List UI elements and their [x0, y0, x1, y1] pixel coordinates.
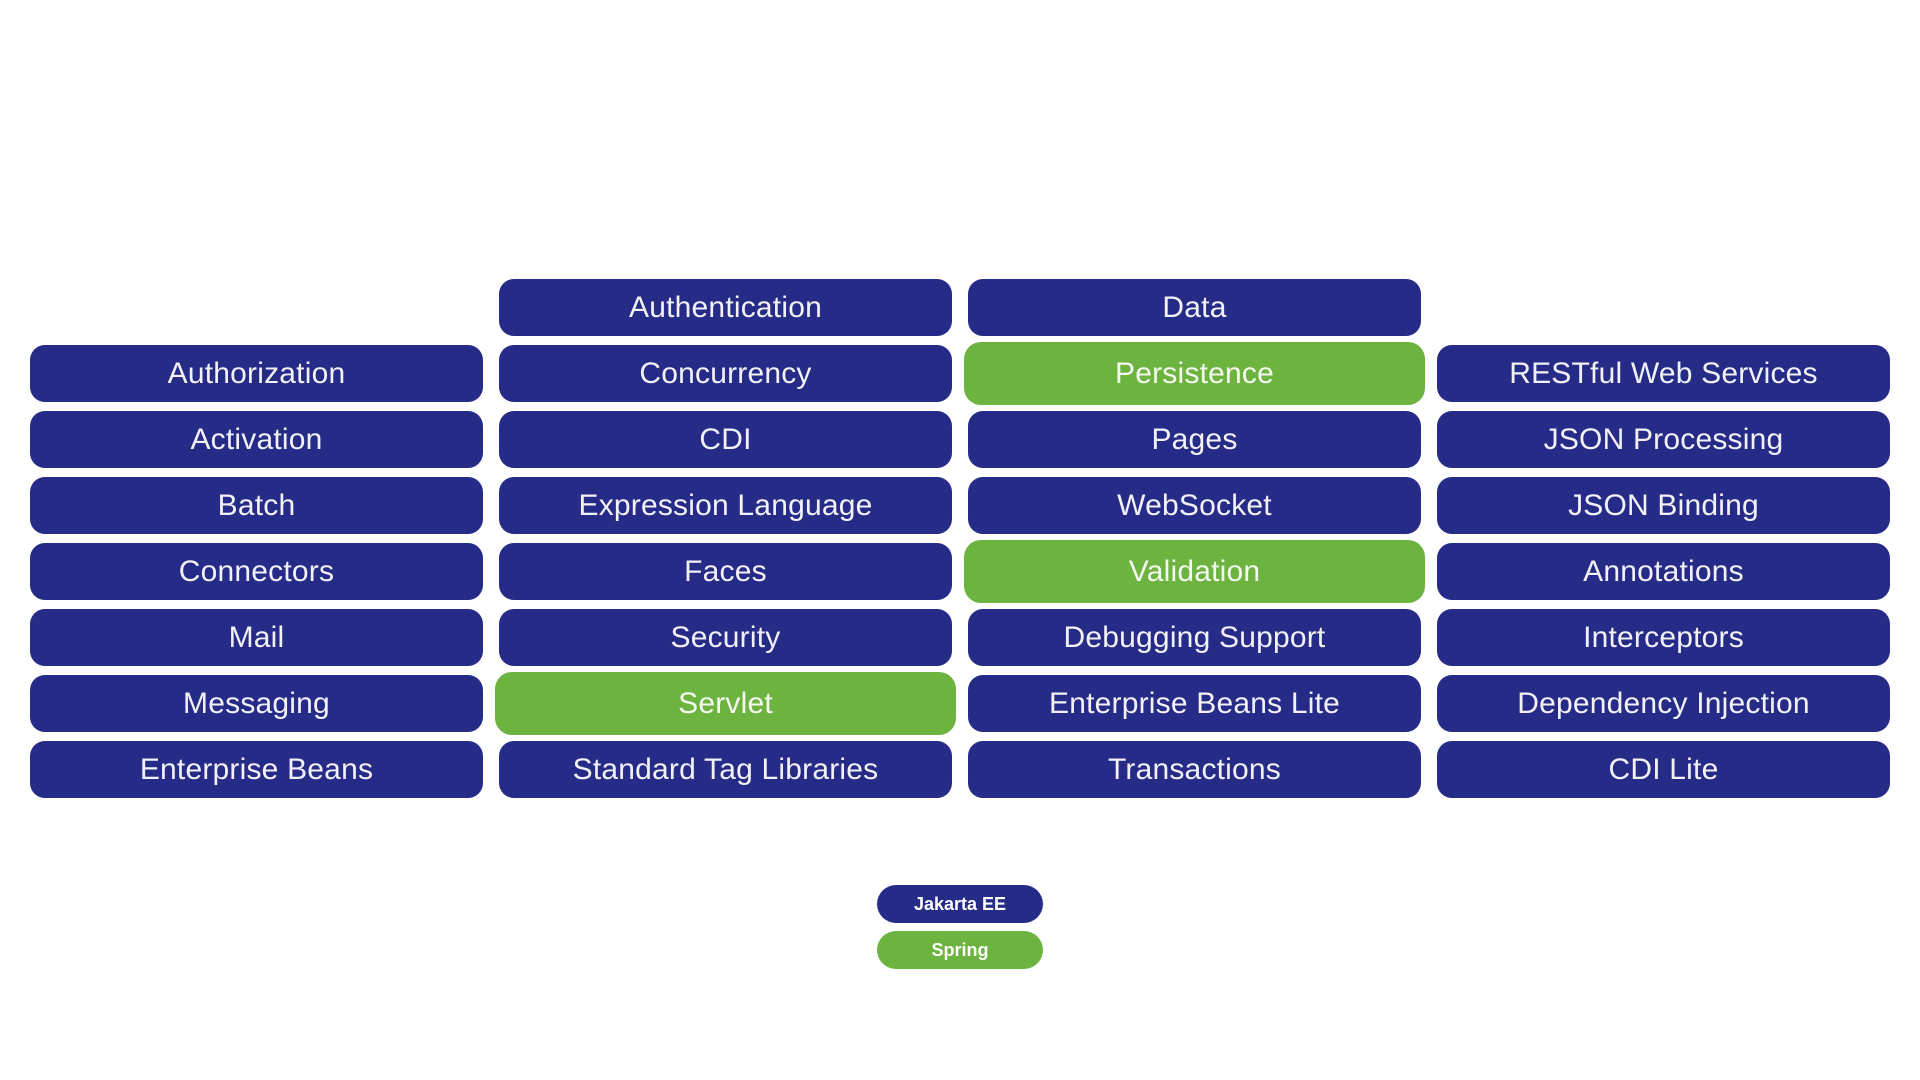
pill-json-processing: JSON Processing — [1437, 411, 1890, 468]
pill-transactions: Transactions — [968, 741, 1421, 798]
pill-restful-web-services: RESTful Web Services — [1437, 345, 1890, 402]
pill-enterprise-beans-lite: Enterprise Beans Lite — [968, 675, 1421, 732]
pill-cdi: CDI — [499, 411, 952, 468]
legend: Jakarta EE Spring — [877, 885, 1043, 969]
pill-json-binding: JSON Binding — [1437, 477, 1890, 534]
pill-security: Security — [499, 609, 952, 666]
pill-persistence: Persistence — [964, 342, 1425, 405]
pill-batch: Batch — [30, 477, 483, 534]
pill-faces: Faces — [499, 543, 952, 600]
pill-enterprise-beans: Enterprise Beans — [30, 741, 483, 798]
pill-annotations: Annotations — [1437, 543, 1890, 600]
pill-servlet: Servlet — [495, 672, 956, 735]
pill-debugging-support: Debugging Support — [968, 609, 1421, 666]
pill-activation: Activation — [30, 411, 483, 468]
pill-authorization: Authorization — [30, 345, 483, 402]
pill-messaging: Messaging — [30, 675, 483, 732]
pill-websocket: WebSocket — [968, 477, 1421, 534]
pill-mail: Mail — [30, 609, 483, 666]
legend-item-spring: Spring — [877, 931, 1043, 969]
pill-pages: Pages — [968, 411, 1421, 468]
pill-connectors: Connectors — [30, 543, 483, 600]
pill-authentication: Authentication — [499, 279, 952, 336]
pill-concurrency: Concurrency — [499, 345, 952, 402]
legend-item-jakarta-ee: Jakarta EE — [877, 885, 1043, 923]
pill-standard-tag-libraries: Standard Tag Libraries — [499, 741, 952, 798]
pill-interceptors: Interceptors — [1437, 609, 1890, 666]
spec-grid: Authorization Activation Batch Connector… — [30, 279, 1890, 798]
pill-validation: Validation — [964, 540, 1425, 603]
pill-data: Data — [968, 279, 1421, 336]
pill-cdi-lite: CDI Lite — [1437, 741, 1890, 798]
pill-expression-language: Expression Language — [499, 477, 952, 534]
pill-dependency-injection: Dependency Injection — [1437, 675, 1890, 732]
